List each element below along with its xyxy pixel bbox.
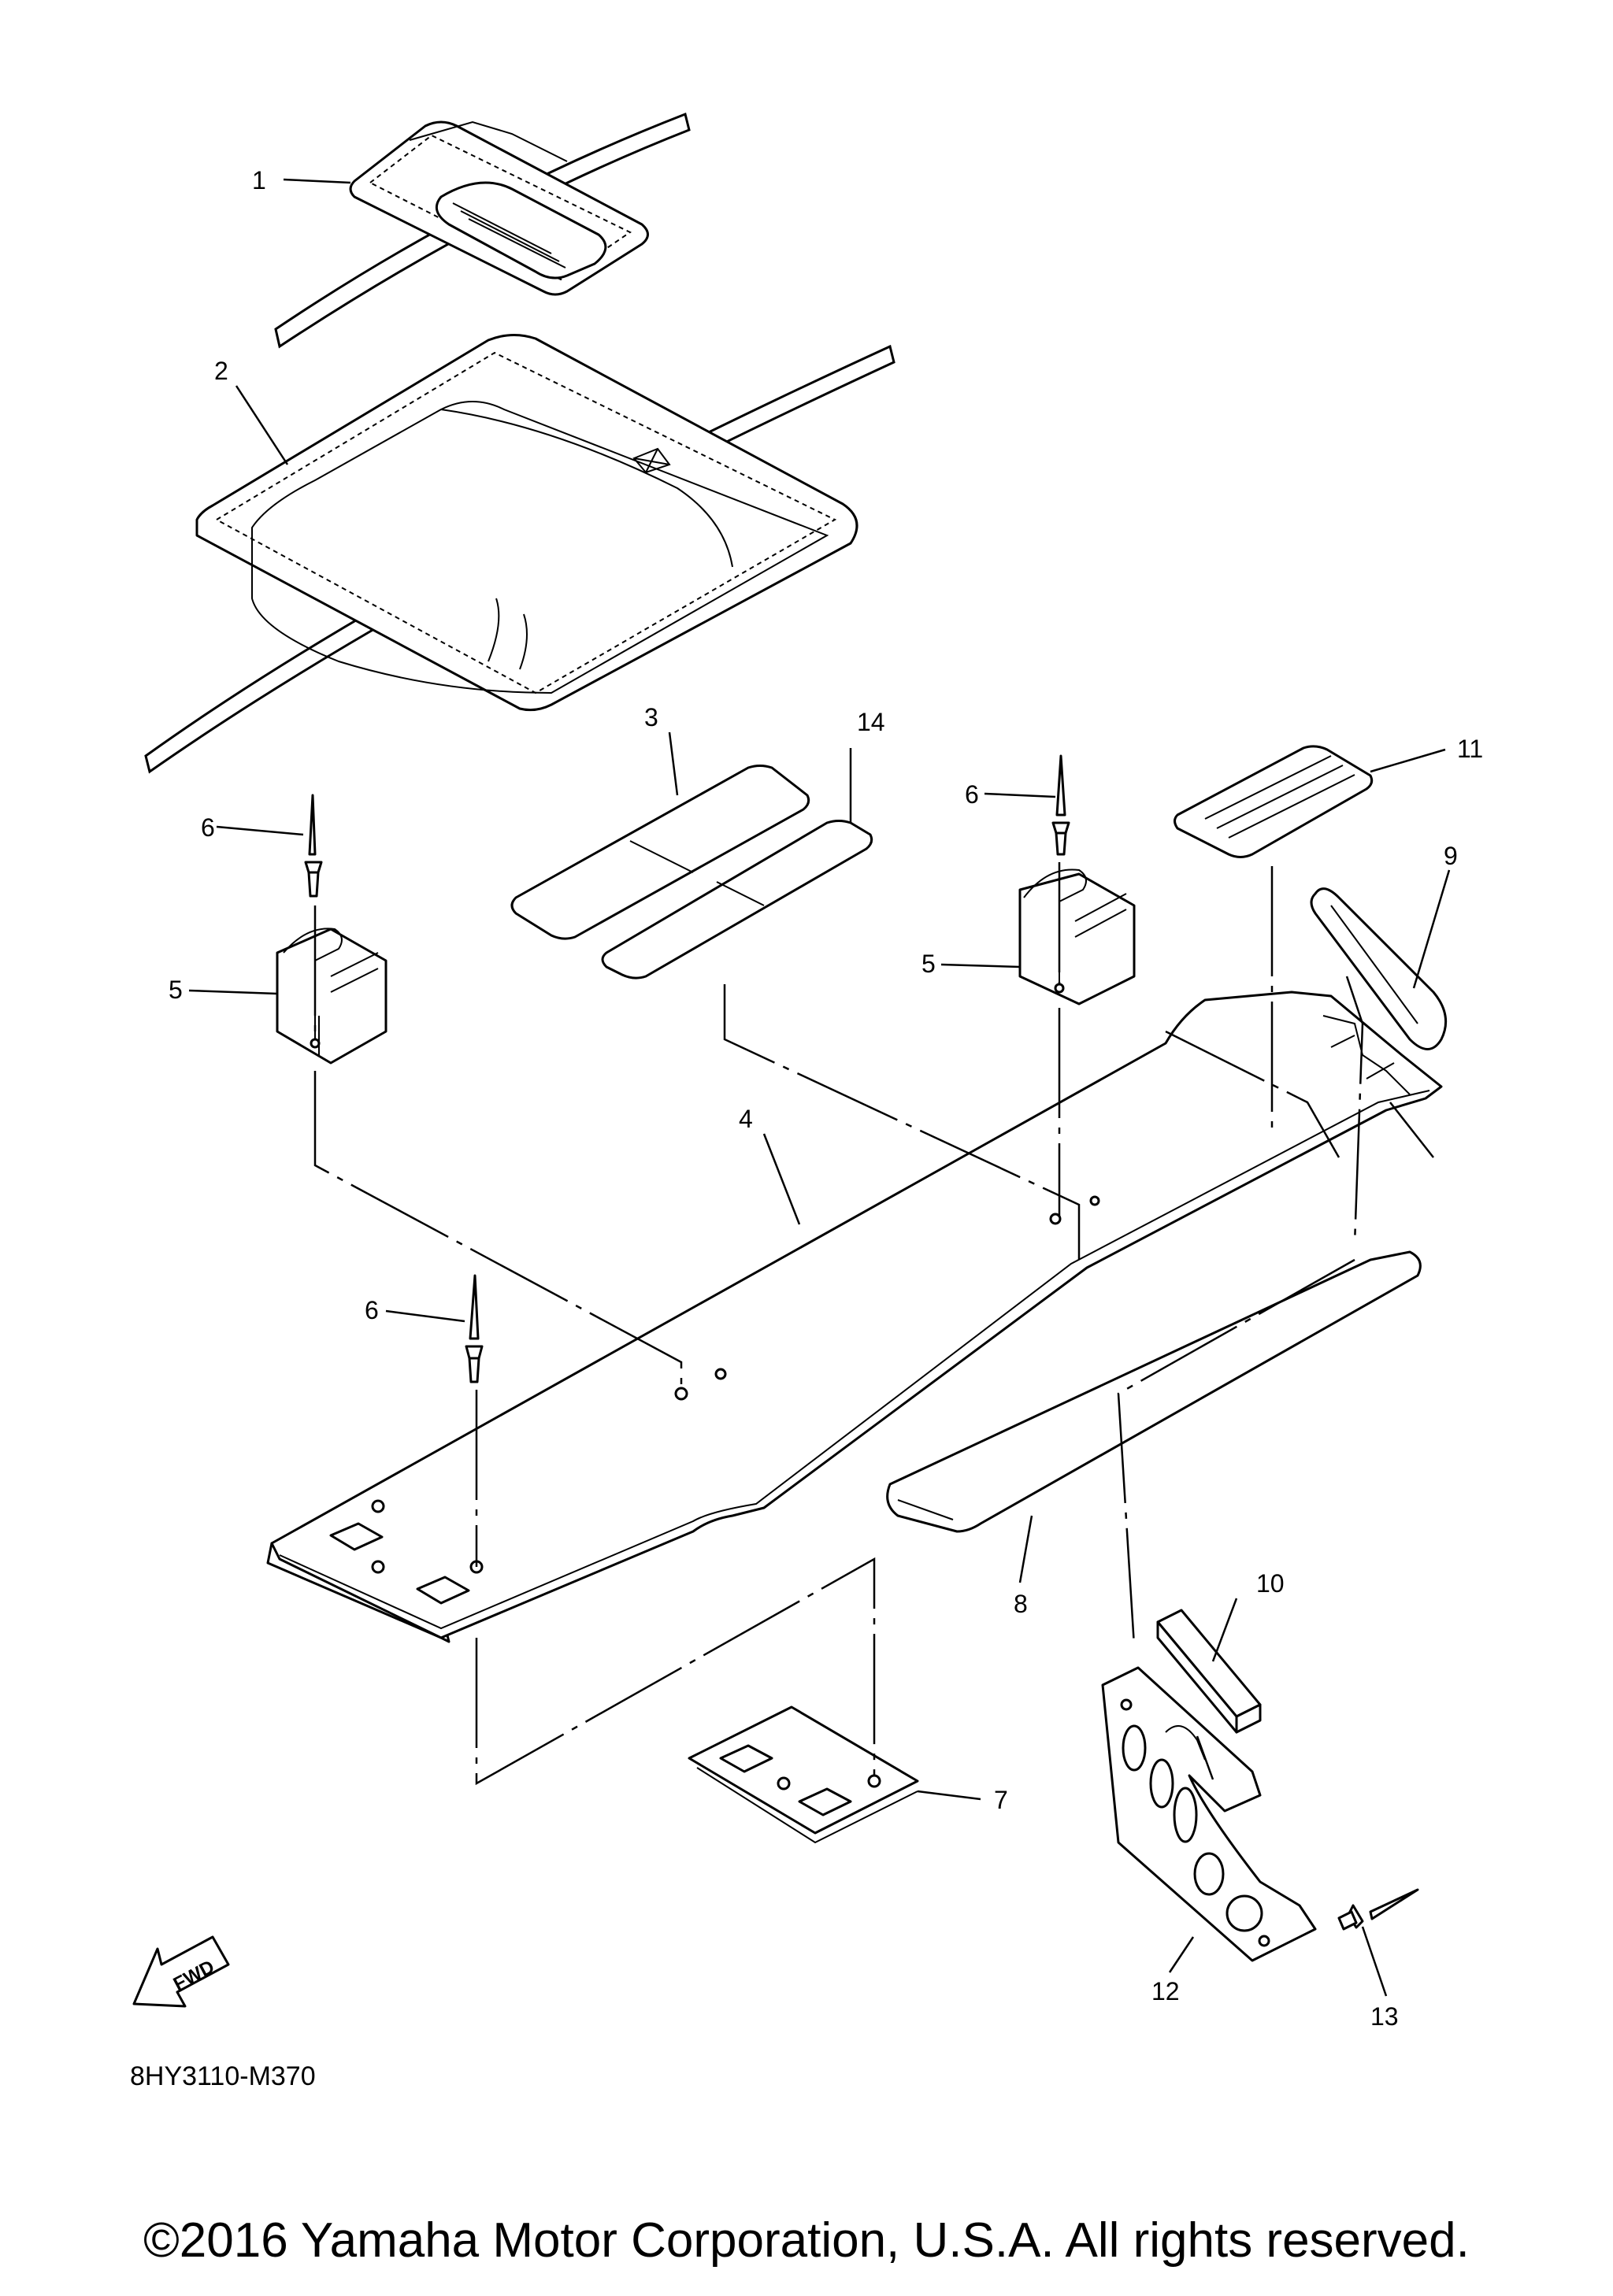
callout-6-top-right: 6	[965, 780, 979, 809]
callout-9: 9	[1444, 842, 1458, 870]
part-1-pouch	[274, 112, 691, 349]
part-6-rivet-top-left	[304, 794, 323, 898]
part-3-decal	[510, 765, 810, 940]
callout-6-top-left: 6	[201, 813, 215, 842]
callout-11: 11	[1457, 735, 1483, 763]
fwd-arrow-icon: FWD	[132, 1935, 230, 2008]
callout-8: 8	[1014, 1590, 1028, 1618]
part-7-plate	[688, 1705, 919, 1844]
callout-5-right: 5	[921, 950, 936, 978]
part-6-rivet-top-right	[1051, 754, 1070, 856]
part-6-rivet-lower	[465, 1274, 484, 1383]
part-5-clip-left	[276, 928, 387, 1065]
alignment-lines	[313, 862, 1434, 1786]
callout-1: 1	[252, 166, 266, 194]
drawing-code: 8HY3110-M370	[130, 2061, 316, 2091]
leader-lines	[188, 178, 1451, 1997]
part-11-decal	[1174, 745, 1374, 858]
part-12-bracket	[1101, 1666, 1317, 1962]
callout-14: 14	[857, 708, 885, 736]
callout-10: 10	[1256, 1569, 1285, 1598]
callout-4: 4	[739, 1105, 753, 1133]
callout-7: 7	[994, 1786, 1008, 1814]
part-2-pouch	[144, 334, 895, 774]
callout-12: 12	[1151, 1977, 1180, 2005]
part-9-rod	[1310, 887, 1448, 1050]
callout-13: 13	[1370, 2002, 1399, 2031]
callout-numbers: 1 2 3 14 4 6 5 6 5 6 11 9 8 10 7 12 13	[169, 166, 1483, 2031]
part-5-clip-right	[1018, 868, 1136, 1005]
callout-2: 2	[214, 357, 228, 385]
part-8-pad	[886, 1250, 1422, 1533]
callout-6-lower: 6	[365, 1296, 379, 1324]
copyright-notice: ©2016 Yamaha Motor Corporation, U.S.A. A…	[143, 2213, 1470, 2268]
callout-3: 3	[644, 703, 658, 731]
part-4-tray	[266, 991, 1443, 1643]
part-13-rivet	[1337, 1888, 1419, 1931]
callout-5-left: 5	[169, 976, 183, 1004]
part-10-block	[1156, 1609, 1262, 1734]
part-14-decal	[601, 820, 873, 980]
